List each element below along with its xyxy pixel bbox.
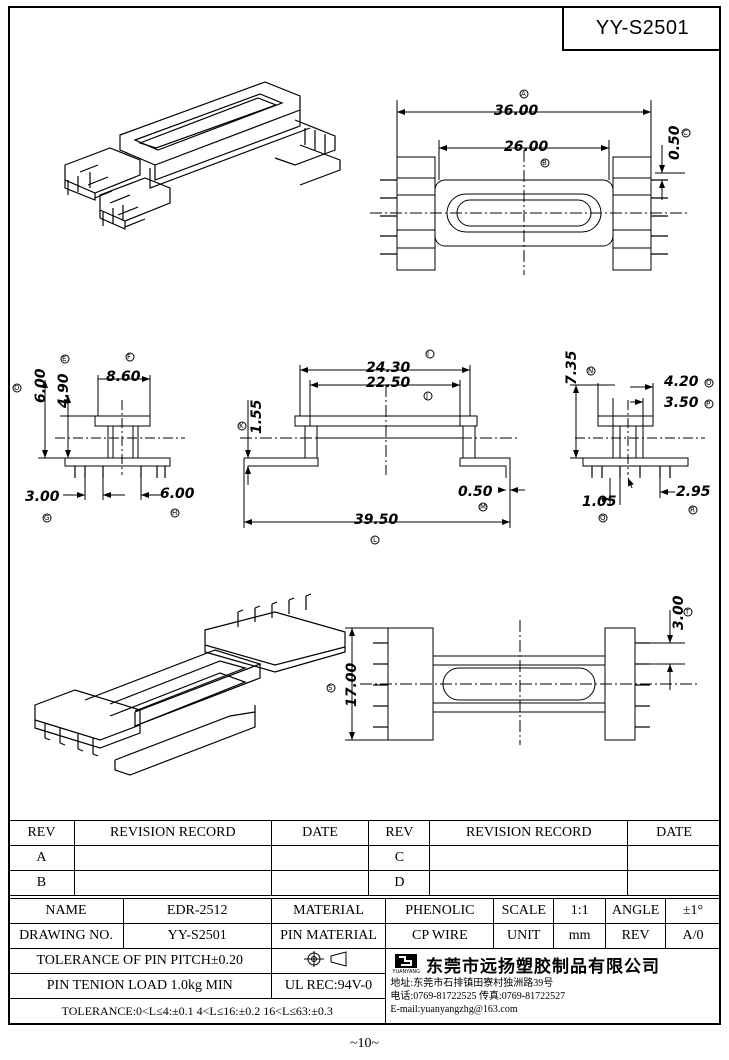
- page-number: ~10~: [349, 1036, 380, 1051]
- pin-material-value: CP WIRE: [385, 923, 495, 949]
- label-q: Q: [600, 514, 606, 522]
- material-value: PHENOLIC: [385, 898, 495, 924]
- record-header-right: REVISION RECORD: [429, 820, 629, 846]
- iso-view-bottom: [34, 593, 346, 776]
- label-p: P: [706, 400, 710, 408]
- tolerance-note: TOLERANCE:0<L≤4:±0.1 4<L≤16:±0.2 16<L≤63…: [7, 998, 387, 1024]
- label-t: T: [684, 608, 690, 616]
- angle-value: ±1°: [665, 898, 721, 924]
- name-label: NAME: [8, 898, 124, 924]
- label-l: L: [373, 536, 377, 544]
- label-g: G: [44, 514, 49, 522]
- record-header-left: REVISION RECORD: [73, 820, 272, 846]
- dim-4-90: 4.90: [56, 373, 72, 409]
- label-e: E: [62, 355, 66, 363]
- logo-text: YUANYANG: [392, 969, 420, 975]
- iso-view-top: [64, 81, 341, 230]
- company-logo: YUANYANG: [392, 953, 420, 975]
- document-id: YY-S2501: [562, 8, 721, 51]
- label-n: N: [588, 367, 593, 375]
- rev-value: A/0: [665, 923, 721, 949]
- date-header-left: DATE: [270, 820, 370, 846]
- technical-drawing: 36.00 26.00 0.50 A B C 6.00 4.90 8.60 3.…: [12, 81, 714, 776]
- rev-header-right: REV: [368, 820, 431, 846]
- dim-39-50: 39.50: [354, 512, 399, 528]
- dim-8-60: 8.60: [106, 369, 141, 385]
- dim-22-50: 22.50: [366, 375, 411, 391]
- name-value: EDR-2512: [122, 898, 272, 924]
- dim-0-50-c: 0.50: [667, 125, 683, 160]
- dim-24-30: 24.30: [366, 360, 411, 376]
- ul-rec: UL REC:94V-0: [270, 973, 387, 999]
- rev-cell: D: [368, 870, 431, 896]
- dim-17-00: 17.00: [344, 662, 360, 707]
- label-i: I: [427, 350, 429, 358]
- label-d: D: [14, 384, 19, 392]
- date-header-right: DATE: [627, 820, 721, 846]
- label-b: B: [542, 159, 547, 167]
- drawing-frame: [8, 6, 721, 1025]
- rev-cell: C: [368, 845, 431, 871]
- label-s: S: [328, 684, 333, 692]
- title-block: NAME EDR-2512 MATERIAL PHENOLIC SCALE 1:…: [7, 898, 721, 1024]
- label-r: R: [690, 506, 695, 514]
- label-j: J: [425, 392, 428, 400]
- unit-value: mm: [553, 923, 607, 949]
- dim-2-95: 2.95: [676, 484, 711, 500]
- yuanyang-logo-icon: [395, 954, 418, 968]
- dim-6-00: 6.00: [33, 368, 49, 403]
- projection-symbol: [270, 948, 387, 974]
- label-m: M: [480, 503, 486, 511]
- label-o: O: [706, 379, 712, 387]
- label-a: A: [521, 90, 526, 98]
- pin-material-label: PIN MATERIAL: [270, 923, 387, 949]
- table-row: B D: [8, 870, 721, 896]
- dim-26: 26.00: [504, 139, 549, 155]
- side-view-right: [570, 366, 714, 523]
- pin-tension-load: PIN TENION LOAD 1.0kg MIN: [8, 973, 272, 999]
- rev-cell: A: [8, 845, 75, 871]
- bottom-view: [326, 607, 700, 745]
- drawing-no-value: YY-S2501: [122, 923, 272, 949]
- scale-value: 1:1: [553, 898, 607, 924]
- dim-6-00-h: 6.00: [160, 486, 195, 502]
- label-h: H: [172, 509, 177, 517]
- material-label: MATERIAL: [270, 898, 387, 924]
- company-block: YUANYANG 东莞市远扬塑胶制品有限公司 地址:东莞市石排镇田寮村独洲路39…: [385, 948, 721, 1024]
- unit-label: UNIT: [493, 923, 555, 949]
- dim-3-50: 3.50: [664, 395, 699, 411]
- dim-4-20: 4.20: [663, 374, 699, 390]
- company-name: 东莞市远扬塑胶制品有限公司: [426, 956, 660, 977]
- dim-3-00-t: 3.00: [671, 595, 687, 630]
- company-email: E-mail:yuanyangzhg@163.com: [390, 1004, 518, 1015]
- rev-header-left: REV: [8, 820, 75, 846]
- top-view: [370, 89, 691, 275]
- drawing-no-label: DRAWING NO.: [8, 923, 124, 949]
- dim-0-50-m: 0.50: [458, 484, 493, 500]
- table-row: A C: [8, 845, 721, 871]
- tolerance-pin-pitch: TOLERANCE OF PIN PITCH±0.20: [8, 948, 272, 974]
- dim-1-05: 1.05: [582, 494, 617, 510]
- rev-label: REV: [605, 923, 667, 949]
- front-view: [237, 349, 525, 545]
- dim-1-55: 1.55: [249, 399, 265, 434]
- label-f: F: [127, 353, 131, 361]
- angle-label: ANGLE: [605, 898, 667, 924]
- dim-7-35: 7.35: [564, 350, 580, 385]
- company-phone: 电话:0769-81722525 传真:0769-81722527: [390, 991, 566, 1002]
- rev-cell: B: [8, 870, 75, 896]
- projection-icon: [304, 950, 347, 967]
- dim-3-00-g: 3.00: [25, 489, 60, 505]
- scale-label: SCALE: [493, 898, 555, 924]
- label-k: K: [239, 422, 244, 430]
- revision-table: REV REVISION RECORD DATE REV REVISION RE…: [8, 820, 721, 896]
- company-address: 地址:东莞市石排镇田寮村独洲路39号: [390, 978, 554, 989]
- side-view-left: [12, 352, 185, 523]
- dim-36: 36.00: [494, 103, 539, 119]
- label-c: C: [683, 129, 688, 137]
